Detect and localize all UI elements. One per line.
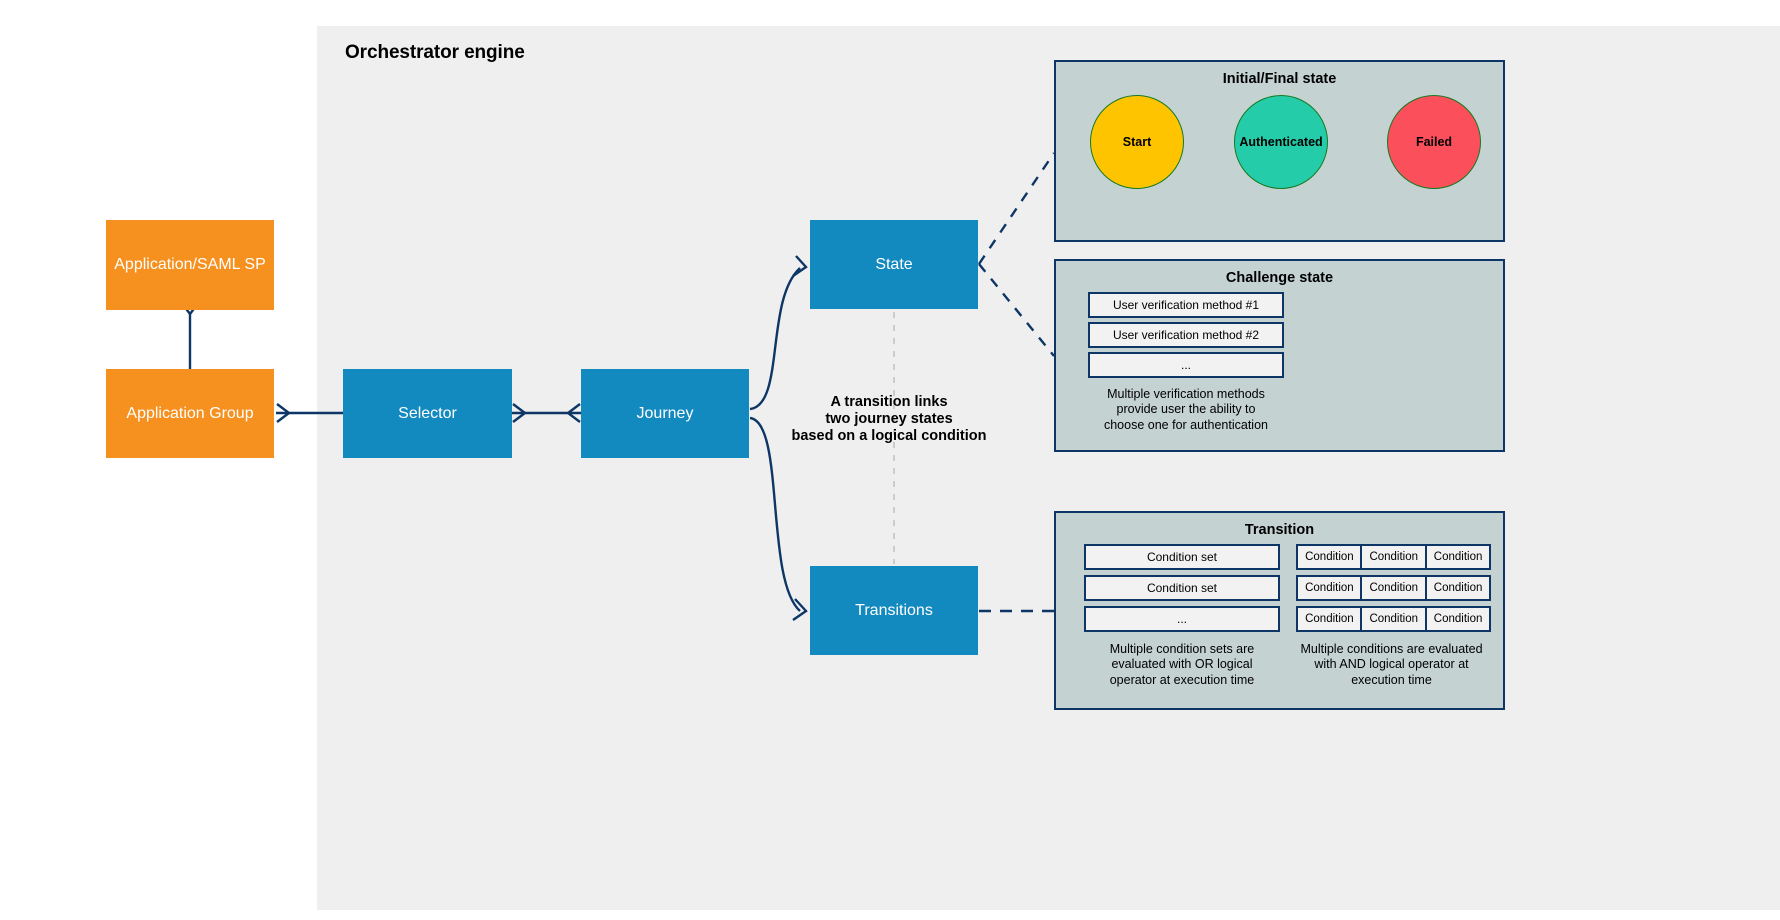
condition-set-caption-line-1: Multiple condition sets are (1109, 642, 1255, 656)
challenge-caption-line-2: provide user the ability to (1116, 402, 1256, 417)
initial-final-state-circles: Start Authenticated Failed (1056, 95, 1503, 195)
panel-initial-final-state: Initial/Final state Start Authenticated … (1054, 60, 1505, 242)
condition-grid-row: Condition Condition Condition (1296, 575, 1492, 601)
panel-challenge-state-title: Challenge state (1225, 270, 1334, 286)
condition-grid-row: Condition Condition Condition (1296, 606, 1492, 632)
node-state[interactable]: State (810, 220, 978, 309)
orchestrator-engine-panel (317, 26, 1780, 910)
panel-challenge-state: Challenge state User verification method… (1054, 259, 1505, 452)
condition-set-item[interactable]: ... (1084, 606, 1280, 632)
condition-grid-row: Condition Condition Condition (1296, 544, 1492, 570)
transition-annotation-line-3: based on a logical condition (791, 428, 987, 445)
verification-method-item[interactable]: User verification method #2 (1088, 322, 1284, 348)
state-circle-authenticated[interactable]: Authenticated (1234, 95, 1328, 189)
challenge-caption-line-3: choose one for authentication (1103, 417, 1268, 432)
node-journey[interactable]: Journey (581, 369, 749, 458)
node-application-saml-sp[interactable]: Application/SAML SP (106, 220, 274, 310)
challenge-caption-line-1: Multiple verification methods (1107, 387, 1265, 401)
condition-cell[interactable]: Condition (1360, 606, 1428, 632)
condition-set-list: Condition set Condition set ... (1084, 544, 1280, 637)
panel-transition: Transition Condition set Condition set .… (1054, 511, 1505, 710)
node-application-group[interactable]: Application Group (106, 369, 274, 458)
condition-caption-line-1: Multiple conditions are evaluated (1300, 642, 1483, 656)
transition-annotation-line-1: A transition links (830, 394, 948, 410)
condition-set-caption-line-2: evaluated with OR logical (1111, 657, 1253, 672)
panel-transition-title: Transition (1244, 522, 1315, 538)
verification-method-list: User verification method #1 User verific… (1088, 292, 1284, 382)
node-selector[interactable]: Selector (343, 369, 512, 458)
condition-cell[interactable]: Condition (1424, 544, 1492, 570)
condition-set-caption: Multiple condition sets are evaluated wi… (1066, 642, 1298, 688)
condition-caption-line-3: execution time (1351, 672, 1432, 687)
condition-cell[interactable]: Condition (1424, 606, 1492, 632)
condition-cell[interactable]: Condition (1424, 575, 1492, 601)
condition-cell[interactable]: Condition (1296, 544, 1363, 570)
condition-grid-caption: Multiple conditions are evaluated with A… (1284, 642, 1499, 688)
condition-caption-line-2: with AND logical operator at (1314, 657, 1469, 672)
condition-cell[interactable]: Condition (1296, 575, 1363, 601)
condition-set-caption-line-3: operator at execution time (1109, 672, 1255, 687)
verification-method-item[interactable]: ... (1088, 352, 1284, 378)
condition-set-item[interactable]: Condition set (1084, 544, 1280, 570)
challenge-state-caption: Multiple verification methods provide us… (1070, 387, 1302, 433)
state-circle-failed[interactable]: Failed (1387, 95, 1481, 189)
condition-cell[interactable]: Condition (1296, 606, 1363, 632)
transition-annotation-line-2: two journey states (825, 411, 953, 428)
condition-cell[interactable]: Condition (1360, 575, 1428, 601)
orchestrator-engine-title: Orchestrator engine (345, 42, 525, 63)
verification-method-item[interactable]: User verification method #1 (1088, 292, 1284, 318)
connector-appgroup-to-appsaml (180, 301, 200, 369)
condition-set-item[interactable]: Condition set (1084, 575, 1280, 601)
panel-initial-final-state-title: Initial/Final state (1222, 71, 1337, 87)
state-circle-start[interactable]: Start (1090, 95, 1184, 189)
transition-annotation: A transition links two journey states ba… (789, 394, 989, 445)
condition-grid: Condition Condition Condition Condition … (1296, 544, 1492, 637)
node-transitions[interactable]: Transitions (810, 566, 978, 655)
condition-cell[interactable]: Condition (1360, 544, 1428, 570)
